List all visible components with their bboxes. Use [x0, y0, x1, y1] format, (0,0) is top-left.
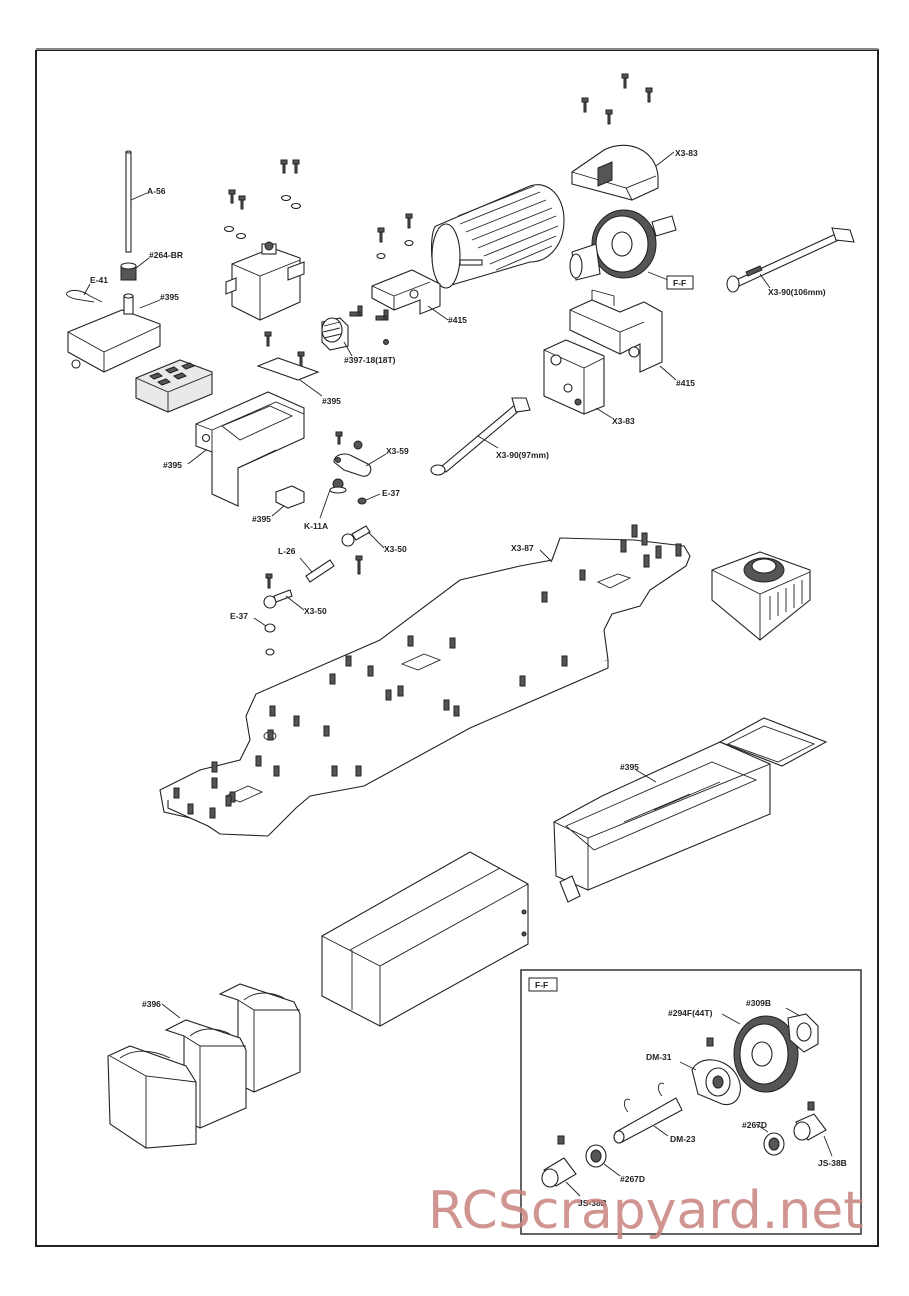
- chassis-screws: [173, 524, 682, 819]
- ff-e-clip-lower: [623, 1098, 631, 1113]
- radio-tray: [195, 391, 305, 507]
- receiver: [135, 359, 213, 413]
- label-415-motor-mount: #415: [448, 315, 467, 325]
- label-267d-left: #267D: [620, 1174, 645, 1184]
- receiver-box-lid: [67, 293, 161, 373]
- label-x3-90-97: X3-90(97mm): [496, 450, 549, 460]
- ff-output-shaft: [613, 1097, 683, 1144]
- label-f-f-callout: F-F: [673, 278, 686, 288]
- label-309b: #309B: [746, 998, 771, 1008]
- tray-post: [275, 485, 305, 509]
- drive-shaft-long: [726, 227, 855, 293]
- ff-diff-hub: [691, 1059, 741, 1106]
- label-js-38b-left: JS-38B: [578, 1198, 607, 1208]
- foam-blocks: [107, 983, 301, 1149]
- main-chassis-plate: [159, 537, 691, 837]
- ff-e-clip-upper: [657, 1082, 665, 1097]
- link-screw: [265, 573, 273, 589]
- motor-mount: [371, 269, 441, 315]
- ff-bearing-right: [763, 1132, 785, 1156]
- antenna-tube: [125, 150, 132, 253]
- gearbox-upper-half: [569, 289, 663, 373]
- esc-unit: [711, 551, 811, 641]
- label-a-56: A-56: [147, 186, 166, 196]
- ff-inset-title-box: [528, 977, 558, 992]
- pinion-gear: [321, 317, 349, 351]
- battery-pack: [321, 851, 529, 1027]
- page-top-rule: [36, 48, 878, 50]
- label-395-plate: #395: [322, 396, 341, 406]
- label-e-37-upper: E-37: [382, 488, 400, 498]
- ff-hex-nut: [787, 1013, 819, 1053]
- label-x3-59: X3-59: [386, 446, 409, 456]
- label-e-37-lower: E-37: [230, 611, 248, 621]
- rod-end-lower: [263, 589, 293, 609]
- label-e-41: E-41: [90, 275, 108, 285]
- servo-screw: [264, 331, 272, 347]
- label-396-foam: #396: [142, 999, 161, 1009]
- label-js-38b-right: JS-38B: [818, 1158, 847, 1168]
- ff-detail-callout-box: [666, 275, 694, 290]
- turnbuckle: [305, 559, 335, 583]
- label-dm-31: DM-31: [646, 1052, 672, 1062]
- antenna-mount: [120, 262, 137, 281]
- label-dm-23: DM-23: [670, 1134, 696, 1144]
- ball-stud: [329, 478, 347, 494]
- battery-tray: [553, 717, 828, 903]
- rod-end-upper: [341, 525, 371, 547]
- label-x3-50-upper: X3-50: [384, 544, 407, 554]
- servo-horn: [333, 431, 372, 477]
- label-x3-90-106: X3-90(106mm): [768, 287, 826, 297]
- gearbox-lower-half: [543, 339, 605, 415]
- label-395-post: #395: [252, 514, 271, 524]
- label-x3-50-lower: X3-50: [304, 606, 327, 616]
- tray-screw: [297, 351, 305, 367]
- label-264-br: #264-BR: [149, 250, 183, 260]
- label-x3-83-lower: X3-83: [612, 416, 635, 426]
- ff-spur-gear: [733, 1015, 799, 1093]
- servo-saver-plate: [256, 357, 320, 381]
- steering-servo: [225, 241, 305, 321]
- label-397-pinion: #397-18(18T): [344, 355, 396, 365]
- label-x3-83-cover: X3-83: [675, 148, 698, 158]
- drive-shaft-short: [430, 397, 531, 476]
- label-395-tray: #395: [163, 460, 182, 470]
- label-415-gearbox: #415: [676, 378, 695, 388]
- servo-hardware: [223, 159, 302, 240]
- label-k-11a: K-11A: [304, 521, 328, 531]
- watermark: RCScrapyard.net: [428, 1181, 864, 1241]
- nut-e37-upper: [357, 497, 367, 505]
- label-267d-right: #267D: [742, 1120, 767, 1130]
- body-clip: [65, 289, 103, 303]
- ff-outdrive-left: [541, 1135, 577, 1188]
- motor-mount-screws: [349, 213, 414, 345]
- brushless-motor: [431, 184, 565, 289]
- ff-bearing-left: [585, 1144, 607, 1168]
- label-294f: #294F(44T): [668, 1008, 713, 1018]
- label-395-battery-tray: #395: [620, 762, 639, 772]
- ff-inset-title: F-F: [535, 980, 548, 990]
- nut-e37-lower: [264, 623, 276, 656]
- label-x3-87: X3-87: [511, 543, 534, 553]
- label-l-26: L-26: [278, 546, 296, 556]
- gear-cover: [571, 144, 659, 201]
- gear-cover-screws: [581, 73, 653, 125]
- spur-gear-diff: [569, 209, 677, 281]
- ff-set-screw: [706, 1037, 714, 1047]
- ff-outdrive-right: [793, 1101, 827, 1141]
- label-395-receiver-lid: #395: [160, 292, 179, 302]
- servo-link-screw: [355, 555, 363, 575]
